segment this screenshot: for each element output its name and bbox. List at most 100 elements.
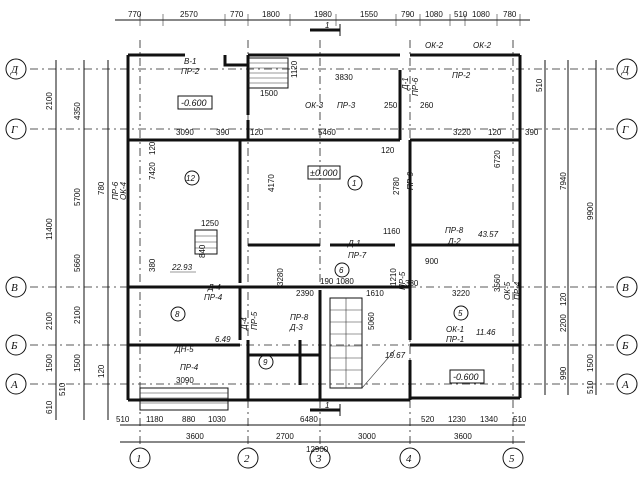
label: ПР-9 (406, 171, 415, 190)
dim: 1230 (448, 415, 466, 424)
label: ДН-5 (174, 345, 194, 354)
top-dim: 1980 (314, 10, 332, 19)
label: ПР-2 (452, 71, 471, 80)
dim: 780 (97, 181, 106, 195)
top-dim: 790 (401, 10, 415, 19)
axis-label: А (10, 379, 18, 391)
dim: 1250 (201, 219, 219, 228)
axis-label: 1 (136, 453, 142, 465)
dim: 2700 (276, 432, 294, 441)
label: Д-4 (207, 283, 221, 292)
label: ОК-2 (473, 41, 492, 50)
top-dim: 1080 (425, 10, 443, 19)
room-number: 6 (339, 266, 344, 275)
axis-label: Г (10, 124, 18, 136)
dim: 1210 (389, 268, 398, 286)
dim: 7940 (559, 172, 568, 190)
label: Д-1 (401, 77, 410, 91)
area-value: 43.57 (478, 230, 499, 239)
axis-label: А (621, 379, 629, 391)
dim: 250 (384, 101, 398, 110)
label: ПР-3 (337, 101, 356, 110)
dim: 120 (250, 128, 264, 137)
element-labels: В-1 ПР-2 ОК-2 ОК-2 ПР-2 ОК-3 ПР-3 Д-1 ПР… (111, 41, 522, 372)
room-number: 9 (263, 358, 268, 367)
dim: 3000 (358, 432, 376, 441)
area-value: 19.67 (385, 351, 406, 360)
stair-basement (329, 297, 396, 389)
left-dimensions: 2100 4350 11400 5660 2100 1500 610 510 7… (45, 60, 109, 420)
axis-label: Б (621, 340, 629, 352)
dim: 11400 (45, 218, 54, 240)
row-axis-markers-right: Д Г В Б А (616, 58, 638, 395)
axis-label: 5 (509, 453, 515, 465)
axis-label: В (11, 282, 18, 294)
dim: 3280 (276, 268, 285, 286)
dim: 1340 (480, 415, 498, 424)
label: ПР-7 (348, 251, 367, 260)
stair-entry (139, 387, 229, 411)
dim: 840 (198, 244, 207, 258)
label: ПР-2 (181, 67, 200, 76)
label: Д-4 (240, 317, 249, 331)
dim: 380 (405, 279, 419, 288)
interior-walls (128, 55, 520, 400)
room-number: 12 (186, 174, 195, 183)
axis-label: В (622, 282, 629, 294)
label: ПР-1 (446, 335, 464, 344)
dim: 990 (559, 366, 568, 380)
dim: 120 (381, 146, 395, 155)
label: ПР-5 (398, 271, 407, 290)
dim: 5460 (318, 128, 336, 137)
label: ОК-2 (425, 41, 444, 50)
dim: 5060 (367, 312, 376, 330)
dim: 190 (320, 277, 334, 286)
level-markers: -0.600 ±0.000 -0.600 (177, 95, 485, 384)
dim: 2100 (45, 312, 54, 330)
dim: 3090 (176, 376, 194, 385)
dim: 510 (513, 415, 527, 424)
dim: 9900 (586, 202, 595, 220)
cut-mark-bottom: 1 (325, 401, 329, 410)
room-number: 8 (175, 310, 180, 319)
top-dim: 770 (128, 10, 142, 19)
room-numbers: 12 1 6 8 9 5 (170, 170, 469, 370)
top-dim: 770 (230, 10, 244, 19)
label: ПР-5 (250, 311, 259, 330)
stair-top (247, 57, 289, 89)
dim: 390 (216, 128, 230, 137)
dim: 3600 (454, 432, 472, 441)
label: Д-3 (289, 323, 303, 332)
top-dim: 2570 (180, 10, 198, 19)
row-axis-lines (30, 68, 615, 385)
dim: 3090 (176, 128, 194, 137)
dim: 1180 (146, 415, 164, 424)
stair-small (194, 229, 218, 255)
dim: 120 (148, 141, 157, 155)
dim: 7420 (148, 162, 157, 180)
dim: 120 (559, 292, 568, 306)
top-dim: 780 (503, 10, 517, 19)
dim: 1610 (366, 289, 384, 298)
section-cut-marks: 1 1 (310, 21, 341, 416)
room-number: 5 (458, 309, 463, 318)
row-axis-markers-left: Д Г В Б А (5, 58, 27, 395)
dim: 900 (425, 257, 439, 266)
label: Д-1 (347, 239, 361, 248)
cut-mark-top: 1 (325, 21, 329, 30)
dim: 3560 (493, 274, 502, 292)
top-dim: 1080 (472, 10, 490, 19)
dim: 520 (421, 415, 435, 424)
area-value: 22.93 (171, 263, 193, 272)
label: ПР-8 (445, 226, 464, 235)
axis-label: 3 (315, 453, 322, 465)
bottom-dimensions: 510 1180 880 1030 6480 520 1230 1340 510… (116, 415, 527, 454)
label: ОК-5 (503, 281, 512, 300)
axis-label: Д (10, 64, 19, 76)
level-mark: -0.600 (453, 372, 479, 382)
dim: 2390 (296, 289, 314, 298)
label: ПР-4 (513, 281, 522, 300)
dim: 1500 (260, 89, 278, 98)
dim: 6480 (300, 415, 318, 424)
